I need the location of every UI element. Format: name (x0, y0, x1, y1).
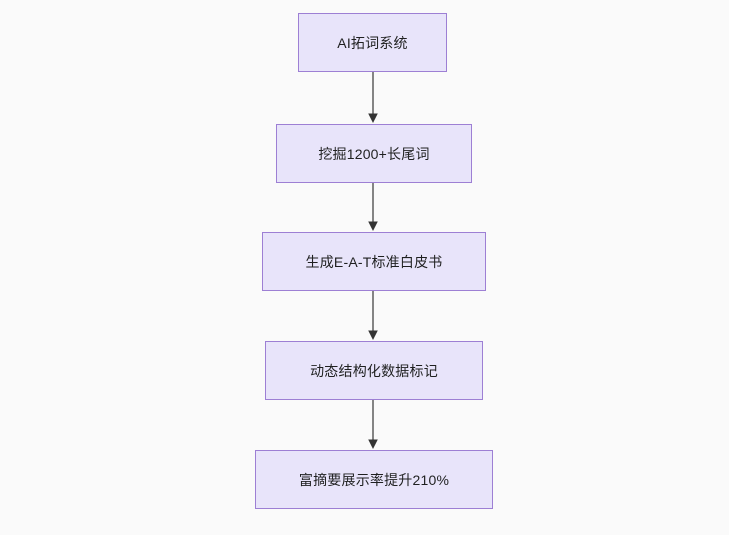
flow-node-ai-keyword-system[interactable]: AI拓词系统 (298, 13, 447, 72)
edge-node2-to-node3 (368, 183, 378, 231)
flow-node-label: 动态结构化数据标记 (310, 362, 438, 379)
flow-node-label: 富摘要展示率提升210% (298, 471, 450, 488)
arrowhead-icon (368, 113, 378, 123)
flow-node-mine-longtail-keywords[interactable]: 挖掘1200+长尾词 (276, 124, 472, 183)
flow-node-generate-eat-whitepaper[interactable]: 生成E-A-T标准白皮书 (262, 232, 486, 291)
edge-node4-to-node5 (368, 400, 378, 449)
edge-node1-to-node2 (368, 72, 378, 123)
arrowhead-icon (368, 439, 378, 449)
flow-node-label: AI拓词系统 (337, 34, 408, 51)
arrowhead-icon (368, 221, 378, 231)
flow-node-dynamic-structured-data-markup[interactable]: 动态结构化数据标记 (265, 341, 483, 400)
flow-node-label: 生成E-A-T标准白皮书 (305, 253, 443, 270)
flow-node-label: 挖掘1200+长尾词 (318, 145, 430, 162)
arrowhead-icon (368, 330, 378, 340)
flow-node-rich-snippet-impression-lift[interactable]: 富摘要展示率提升210% (255, 450, 493, 509)
edge-node3-to-node4 (368, 291, 378, 340)
